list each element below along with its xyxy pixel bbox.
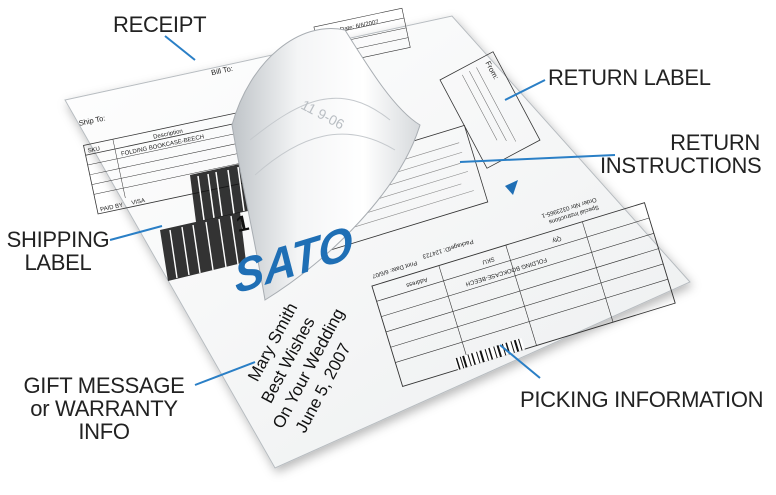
svg-text:1: 1 <box>234 210 251 237</box>
return-instructions-leader <box>459 154 616 163</box>
picking-barcode <box>454 338 525 371</box>
curled-flap: 11 9-06 <box>231 28 421 301</box>
shipping-label-line-2: LABEL <box>24 250 92 275</box>
return-instructions-line-1: RETURN <box>670 130 760 155</box>
shipping-label-leader <box>109 225 163 241</box>
return-label-leader <box>504 79 546 101</box>
return-instructions-callout: RETURN INSTRUCTIONS <box>600 130 762 178</box>
sato-triangle-mark <box>505 180 518 195</box>
shipping-label-callout: SHIPPING LABEL <box>6 228 110 274</box>
gift-message-line-1: GIFT MESSAGE <box>23 373 185 398</box>
receipt-leader <box>164 35 196 61</box>
sku-header: SKU <box>87 146 100 154</box>
picking-info-leader <box>499 344 541 379</box>
picking-information-callout: PICKING INFORMATION <box>520 387 764 412</box>
paid-by-label: PAID BY <box>100 203 124 214</box>
gift-message-leader <box>194 361 256 386</box>
return-instructions-line-2: INSTRUCTIONS <box>600 153 762 178</box>
picking-sku-header: SKU <box>481 255 495 264</box>
callout-leaders <box>109 35 616 386</box>
picking-qty-header: Qty <box>551 235 562 243</box>
bill-to-label: Bill To: <box>210 64 233 77</box>
return-label-callout: RETURN LABEL <box>548 65 711 90</box>
visa-label: VISA <box>131 198 146 207</box>
gift-message-callout: GIFT MESSAGE or WARRANTY INFO <box>4 374 204 443</box>
shipping-label-line-1: SHIPPING <box>6 227 110 252</box>
gift-message-line-2: or WARRANTY INFO <box>30 396 178 444</box>
receipt-callout: RECEIPT <box>113 12 207 37</box>
